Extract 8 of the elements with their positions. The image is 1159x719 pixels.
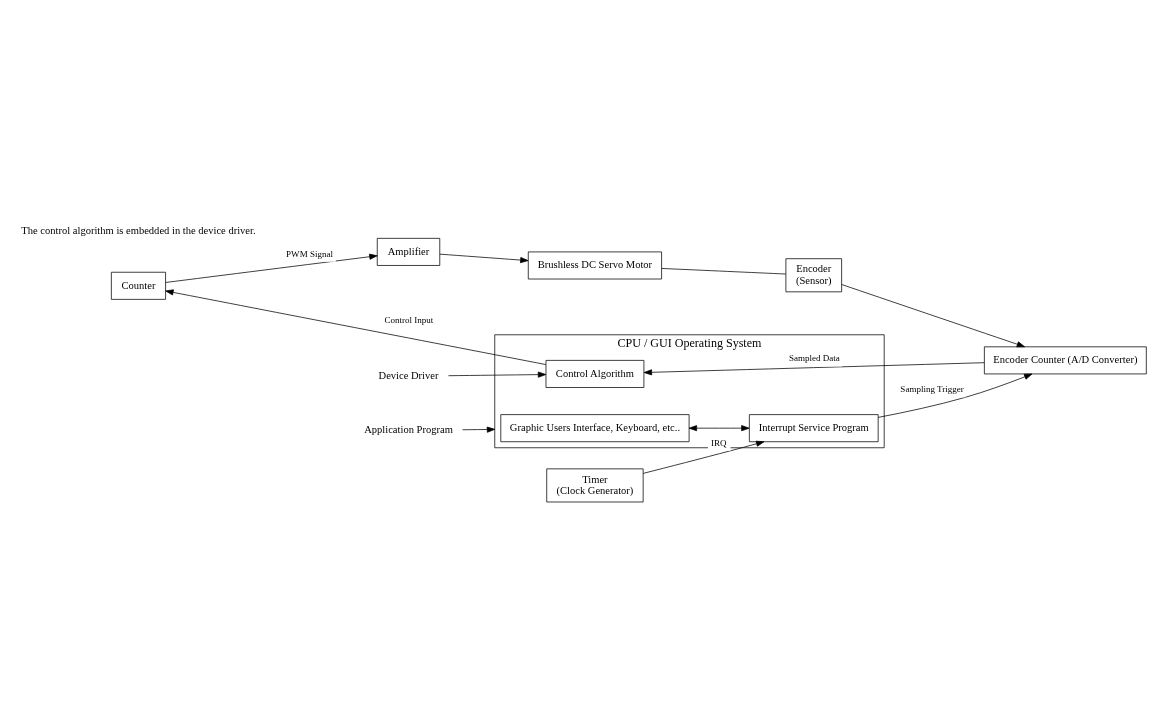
edge-label: Sampling Trigger	[900, 383, 964, 394]
edge-label: IRQ	[710, 437, 727, 448]
edge-label: Control Input	[384, 314, 434, 325]
node-text: Application Program	[364, 423, 453, 435]
edge-label: PWM Signal	[286, 248, 333, 258]
edge-label: Sampled Data	[788, 352, 840, 363]
label: The control algorithm is embedded in the device driver.	[21, 224, 256, 236]
node-text: Device Driver	[378, 369, 439, 381]
